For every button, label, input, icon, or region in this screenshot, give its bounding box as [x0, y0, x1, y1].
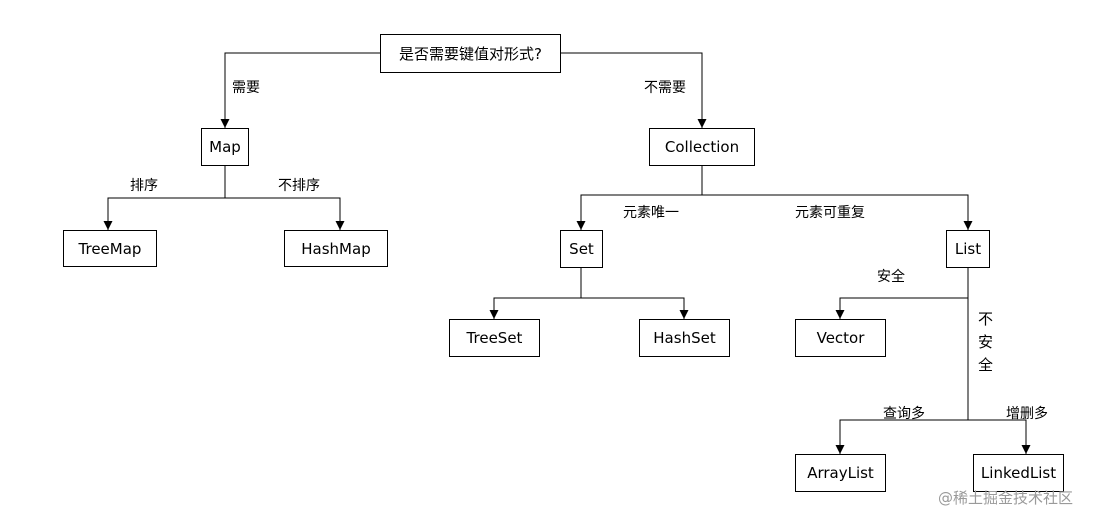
edge-map-hashmap: [225, 197, 345, 230]
node-hashset: HashSet: [639, 319, 730, 357]
edge-list-arraylist: [835, 419, 968, 454]
edge-list-vector: [835, 297, 968, 319]
label-sort: 排序: [130, 178, 158, 194]
edge-list-linkedlist: [968, 419, 1031, 454]
watermark: @稀土掘金技术社区: [938, 489, 1074, 507]
label-no-need: 不需要: [644, 80, 686, 96]
node-linkedlist: LinkedList: [973, 454, 1064, 492]
label-modify-more: 增删多: [1006, 406, 1048, 422]
node-vector: Vector: [795, 319, 886, 357]
label-query-more: 查询多: [883, 406, 925, 422]
label-unsafe-char: 安: [978, 333, 994, 351]
edge-set-treeset: [489, 297, 581, 319]
node-treemap: TreeMap: [63, 230, 157, 267]
label-unsafe-char: 全: [978, 356, 994, 374]
node-root: 是否需要键值对形式?: [380, 34, 561, 73]
label-need: 需要: [232, 80, 260, 96]
label-unique: 元素唯一: [623, 205, 679, 221]
edge-set-hashset: [581, 297, 689, 319]
node-list: List: [946, 230, 990, 268]
node-collection: Collection: [649, 128, 755, 166]
node-arraylist: ArrayList: [795, 454, 886, 492]
node-treeset: TreeSet: [449, 319, 540, 357]
edge-map-treemap: [103, 197, 225, 230]
edge-root-map: [220, 52, 380, 128]
edge-collection-set: [576, 194, 702, 230]
edge-collection-list: [702, 194, 973, 230]
node-map: Map: [201, 128, 249, 166]
node-set: Set: [560, 230, 603, 268]
label-unsafe: 不 安 全: [978, 308, 993, 377]
node-hashmap: HashMap: [284, 230, 388, 267]
label-safe: 安全: [877, 269, 905, 285]
edge-root-collection: [561, 52, 707, 128]
label-unsafe-char: 不: [978, 310, 994, 328]
label-no-sort: 不排序: [278, 178, 320, 194]
label-repeatable: 元素可重复: [795, 205, 865, 221]
